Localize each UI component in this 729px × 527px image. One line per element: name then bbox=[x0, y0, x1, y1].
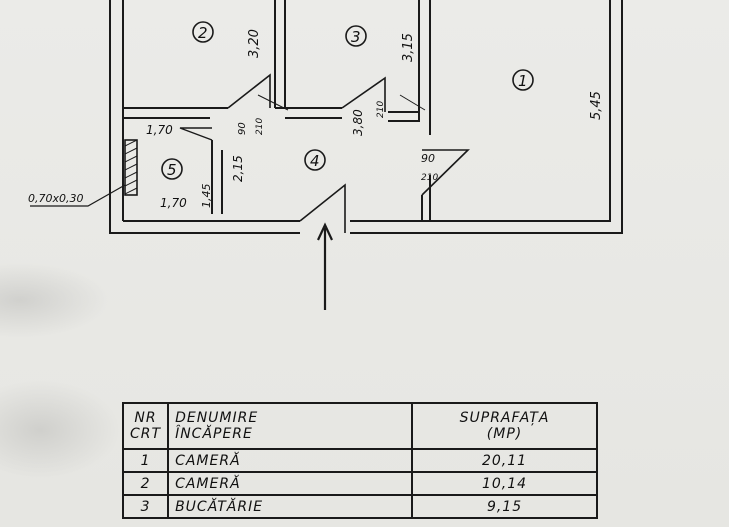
header-area: SUPRAFAȚA (MP) bbox=[411, 402, 598, 450]
row-nr: 3 bbox=[121, 494, 170, 519]
door-swing-room3 bbox=[341, 76, 386, 112]
outer-wall-right-inner bbox=[350, 0, 611, 222]
room-4-label: 4 bbox=[310, 152, 320, 170]
dim-215: 2,15 bbox=[231, 155, 245, 182]
room-4-circle bbox=[304, 149, 326, 171]
row-name: BUCĂTĂRIE bbox=[167, 494, 414, 519]
header-name-line1: DENUMIRE bbox=[175, 410, 259, 426]
door-swing-room2 bbox=[227, 73, 271, 109]
header-area-line2: (MP) bbox=[486, 426, 523, 442]
row-area: 10,14 bbox=[411, 471, 598, 496]
door-90-a: 90 bbox=[237, 122, 248, 135]
door-swing-room1 bbox=[421, 149, 470, 196]
window-leader bbox=[30, 184, 126, 207]
door-swing-entrance bbox=[299, 183, 346, 233]
door-swing-bath bbox=[179, 127, 213, 141]
room-5-label: 5 bbox=[167, 161, 177, 179]
room-3-label: 3 bbox=[351, 28, 361, 46]
door-90-b: 90 bbox=[421, 152, 435, 165]
vent-window bbox=[124, 139, 138, 196]
table-header-row: NR CRT DENUMIRE ÎNCĂPERE SUPRAFAȚA (MP) bbox=[121, 402, 598, 450]
dim-380: 3,80 bbox=[351, 109, 365, 136]
dim-145: 1,45 bbox=[200, 184, 213, 209]
row-name: CAMERĂ bbox=[167, 448, 414, 473]
outer-wall-right bbox=[350, 0, 623, 234]
door-210-c: 210 bbox=[421, 173, 438, 183]
header-name-line2: ÎNCĂPERE bbox=[175, 426, 253, 442]
table-row: 1 CAMERĂ 20,11 bbox=[121, 448, 598, 473]
outer-wall-left bbox=[109, 0, 300, 234]
row-area: 9,15 bbox=[411, 494, 598, 519]
row-nr: 1 bbox=[121, 448, 170, 473]
header-name: DENUMIRE ÎNCĂPERE bbox=[167, 402, 414, 450]
entrance-arrow-head bbox=[317, 222, 333, 241]
table-row: 3 BUCĂTĂRIE 9,15 bbox=[121, 494, 598, 519]
header-area-line1: SUPRAFAȚA bbox=[459, 410, 550, 426]
room-area-table: NR CRT DENUMIRE ÎNCĂPERE SUPRAFAȚA (MP) … bbox=[121, 402, 598, 519]
window-dim-label: 0,70x0,30 bbox=[28, 192, 84, 205]
room-2-circle bbox=[192, 21, 214, 43]
dim-320: 3,20 bbox=[247, 29, 262, 58]
dim-170-top: 1,70 bbox=[146, 123, 173, 137]
row-nr: 2 bbox=[121, 471, 170, 496]
door-210-a: 210 bbox=[255, 118, 265, 135]
room-1-label: 1 bbox=[518, 72, 528, 90]
header-nr-line2: CRT bbox=[130, 426, 162, 442]
room-2-label: 2 bbox=[198, 24, 208, 42]
header-nr: NR CRT bbox=[121, 402, 170, 450]
dim-170-bottom: 1,70 bbox=[160, 196, 187, 210]
table-row: 2 CAMERĂ 10,14 bbox=[121, 471, 598, 496]
row-name: CAMERĂ bbox=[167, 471, 414, 496]
room-5-circle bbox=[161, 158, 183, 180]
dim-315: 3,15 bbox=[401, 33, 416, 62]
row-area: 20,11 bbox=[411, 448, 598, 473]
room-1-circle bbox=[512, 69, 534, 91]
floor-plan: 2 3 1 4 5 3,20 3,15 5,45 1,70 1,70 2,15 … bbox=[28, 0, 623, 310]
header-nr-line1: NR bbox=[134, 410, 157, 426]
door-210-b: 210 bbox=[376, 101, 386, 118]
room-3-circle bbox=[345, 25, 367, 47]
dim-545: 5,45 bbox=[589, 91, 604, 120]
